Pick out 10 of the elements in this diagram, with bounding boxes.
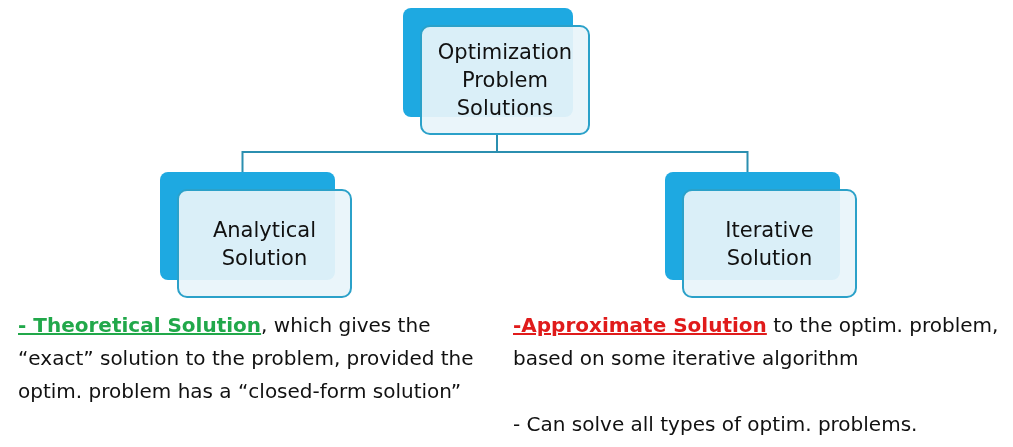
description-text: - Theoretical Solution, which gives the “exact” solution to the problem, provided the optim. problem has a “closed-form solution” — [18, 312, 475, 405]
process-box — [403, 8, 590, 135]
description-text: -Approximate Solution to the optim. problem, based on some iterative algorithm — [513, 312, 1000, 372]
node-label: Iterative Solution — [724, 216, 815, 272]
process-box — [160, 172, 352, 298]
node-label: Optimization Problem Solutions — [436, 39, 574, 122]
description-text: - Can solve all types of optim. problems. — [513, 411, 919, 438]
connector-line — [496, 134, 749, 173]
process-box — [665, 172, 857, 298]
node-label: Analytical Solution — [211, 216, 318, 272]
